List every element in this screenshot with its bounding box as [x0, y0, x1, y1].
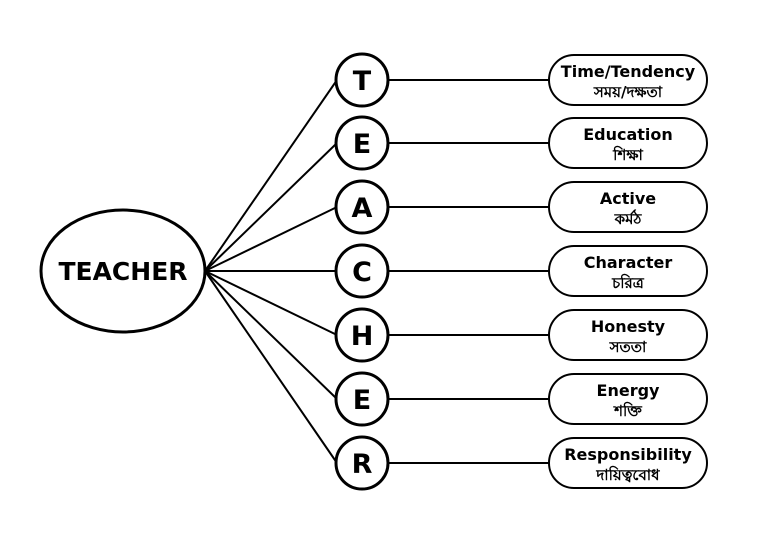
- letter-circle: [334, 115, 390, 171]
- fan-line-education: [204, 142, 338, 272]
- letter-circle: [334, 179, 390, 235]
- term-pill: [548, 54, 708, 106]
- letter-label: T: [353, 66, 372, 97]
- fan-line-energy: [204, 270, 338, 400]
- letter-circle: [334, 371, 390, 427]
- term-bengali: দায়িত্ববোধ: [595, 465, 660, 484]
- term-bengali: শক্তি: [613, 401, 643, 420]
- letter-label: E: [353, 129, 371, 160]
- letter-circle: [334, 435, 390, 491]
- term-english: Education: [583, 125, 673, 144]
- term-english: Energy: [597, 381, 661, 400]
- fan-line-honesty: [204, 270, 338, 336]
- term-bengali: চরিত্র: [611, 273, 645, 292]
- letter-label: H: [351, 321, 374, 352]
- term-pill: [548, 181, 708, 233]
- term-pill: [548, 309, 708, 361]
- term-english: Honesty: [591, 317, 666, 336]
- fan-line-time-tendency: [204, 79, 338, 272]
- acronym-rows: T Time/Tendency সময়/দক্ষতা E Educationশিক্ষ…: [334, 52, 708, 491]
- term-english: Responsibility: [564, 445, 692, 464]
- connector-lines: [204, 79, 549, 464]
- term-bengali: শিক্ষা: [612, 145, 643, 164]
- term-pill: [548, 373, 708, 425]
- center-label: TEACHER: [58, 257, 187, 286]
- letter-label: E: [353, 385, 371, 416]
- term-english: Active: [600, 189, 656, 208]
- letter-label: C: [352, 257, 372, 288]
- letter-label: R: [352, 449, 373, 480]
- row-honesty: H Honesty সততা: [334, 307, 708, 363]
- letter-circle: [334, 307, 390, 363]
- center-node: TEACHER: [39, 208, 207, 334]
- term-english: Character: [584, 253, 673, 272]
- row-time-tendency: T Time/Tendency সময়/দক্ষতা: [334, 52, 708, 108]
- letter-label: A: [352, 193, 373, 224]
- term-pill: [548, 117, 708, 169]
- fan-line-responsibility: [204, 270, 338, 464]
- letter-circle: [334, 52, 390, 108]
- term-bengali: সততা: [609, 338, 647, 356]
- letter-circle: [334, 243, 390, 299]
- term-bengali: সময়/দক্ষতা: [593, 83, 663, 101]
- center-ellipse: [39, 208, 207, 334]
- term-pill: [548, 437, 708, 489]
- term-bengali: কর্মঠ: [614, 209, 643, 228]
- term-english: Time/Tendency: [561, 62, 696, 81]
- fan-line-active: [204, 206, 338, 272]
- term-pill: [548, 245, 708, 297]
